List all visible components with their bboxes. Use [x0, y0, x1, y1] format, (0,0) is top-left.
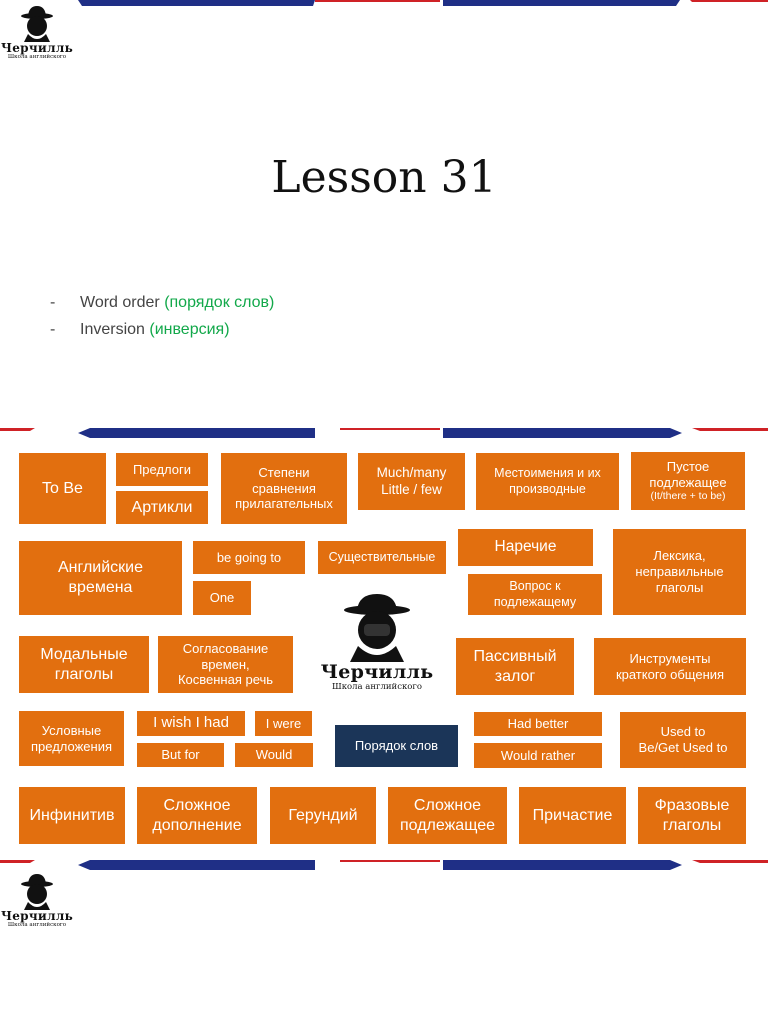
topic-tile[interactable]: Условные предложения: [19, 711, 124, 766]
topic-tile[interactable]: Степени сравнения прилагательных: [221, 453, 347, 524]
page-title: Lesson 31: [271, 152, 497, 203]
bullet-translation: (инверсия): [149, 321, 230, 338]
logo-brand: Черчилль: [0, 41, 74, 55]
churchill-hat-icon: [344, 594, 410, 662]
topic-tile[interactable]: Пассивный залог: [456, 638, 574, 695]
topic-tile[interactable]: Сложное дополнение: [137, 787, 257, 844]
topic-tile[interactable]: To Be: [19, 453, 106, 524]
topic-tile[interactable]: Would: [235, 743, 313, 767]
topic-tile[interactable]: Предлоги: [116, 453, 208, 486]
bullet-text: Inversion: [80, 321, 145, 338]
tile-label: Пустое подлежащее: [649, 458, 727, 490]
topic-tile[interactable]: Артикли: [116, 491, 208, 524]
topic-tile[interactable]: Пустое подлежащее (It/there + to be): [631, 452, 745, 510]
logo-brand: Черчилль: [0, 909, 74, 923]
topic-tile[interactable]: Сложное подлежащее: [388, 787, 507, 844]
bullet-translation: (порядок слов): [164, 294, 275, 311]
topic-tile[interactable]: be going to: [193, 541, 305, 574]
topic-tile[interactable]: One: [193, 581, 251, 615]
topic-tile[interactable]: Would rather: [474, 743, 602, 768]
churchill-hat-icon: [21, 874, 53, 910]
topic-tile[interactable]: Фразовые глаголы: [638, 787, 746, 844]
tile-sublabel: (It/there + to be): [650, 490, 726, 503]
topic-tile[interactable]: Used to Be/Get Used to: [620, 712, 746, 768]
logo-top: Черчилль Школа английского: [1, 4, 73, 61]
bullet-item: - Word order (порядок слов): [50, 293, 274, 313]
topic-tile[interactable]: But for: [137, 743, 224, 767]
logo-subtitle: Школа английского: [332, 682, 422, 692]
bullet-text: Word order: [80, 294, 160, 311]
bullet-dash: -: [50, 321, 56, 338]
bullet-item: - Inversion (инверсия): [50, 320, 230, 340]
flag-band-middle: [0, 428, 768, 438]
flag-band-top: [78, 0, 768, 6]
logo-subtitle: Школа английского: [7, 54, 67, 60]
topic-tile[interactable]: Had better: [474, 712, 602, 736]
topic-tile-active[interactable]: Порядок слов: [335, 725, 458, 767]
logo-bottom: Черчилль Школа английского: [1, 872, 73, 929]
topic-tile[interactable]: I were: [255, 711, 312, 736]
topic-tile[interactable]: Модальные глаголы: [19, 636, 149, 693]
topic-tile[interactable]: Much/many Little / few: [358, 453, 465, 510]
flag-band-bottom: [0, 860, 768, 870]
topic-tile[interactable]: Инфинитив: [19, 787, 125, 844]
topic-tile[interactable]: Лексика, неправильные глаголы: [613, 529, 746, 615]
bullet-dash: -: [50, 294, 56, 311]
topic-tile[interactable]: Английские времена: [19, 541, 182, 615]
topic-tile[interactable]: Причастие: [519, 787, 626, 844]
topic-tile[interactable]: Местоимения и их производные: [476, 453, 619, 510]
logo-center: Черчилль Школа английского: [318, 592, 436, 693]
topic-tile[interactable]: Существительные: [318, 541, 446, 574]
churchill-hat-icon: [21, 6, 53, 42]
topic-tile[interactable]: I wish I had: [137, 711, 245, 736]
topic-tile[interactable]: Наречие: [458, 529, 593, 566]
logo-brand: Черчилль: [320, 661, 434, 683]
topic-tile[interactable]: Вопрос к подлежащему: [468, 574, 602, 615]
topic-tile[interactable]: Инструменты краткого общения: [594, 638, 746, 695]
topic-tile[interactable]: Согласование времен, Косвенная речь: [158, 636, 293, 693]
logo-subtitle: Школа английского: [7, 922, 67, 928]
topic-tile[interactable]: Герундий: [270, 787, 376, 844]
